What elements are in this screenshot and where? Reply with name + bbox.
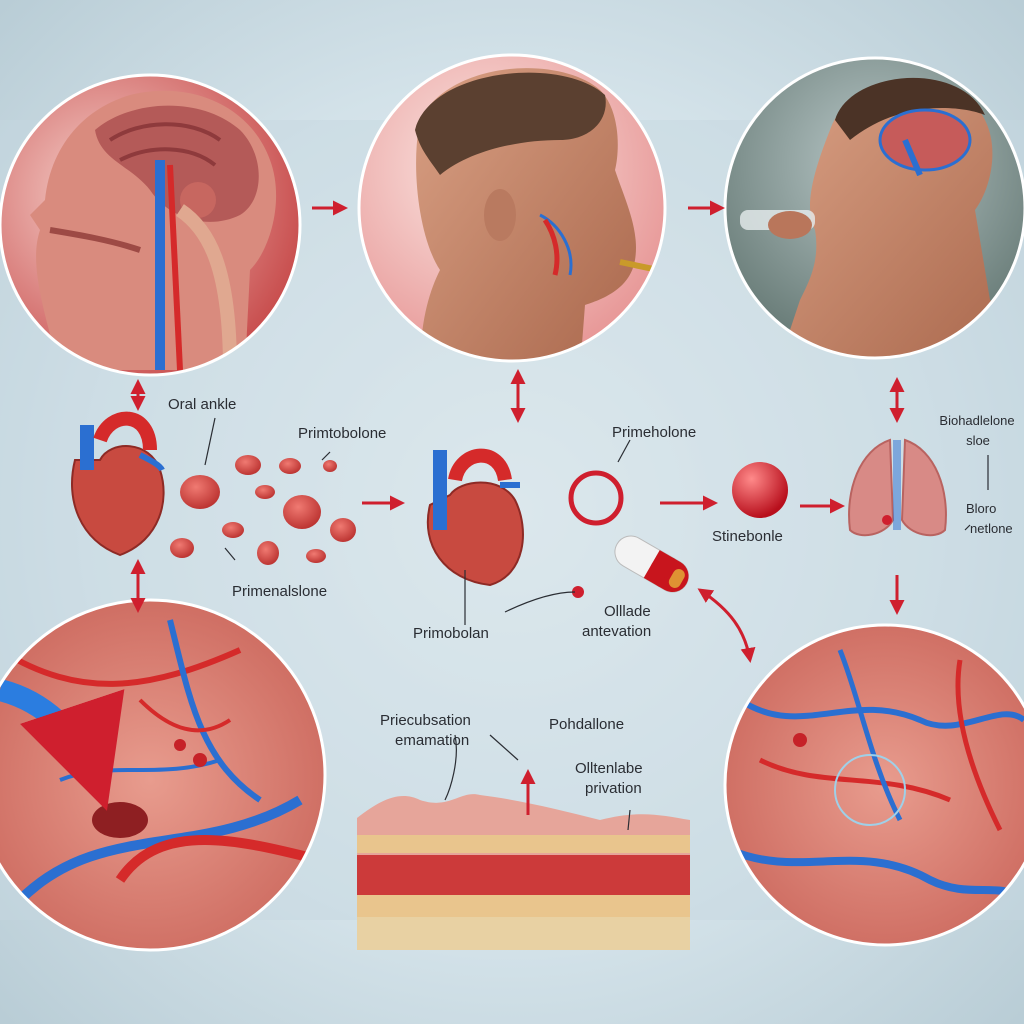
label-emamation: emamation — [395, 732, 470, 749]
small-dot-icon — [572, 586, 584, 598]
red-blood-cell-icon — [170, 455, 356, 565]
flow-arrows — [130, 200, 905, 815]
label-pohdallone: Pohdallone — [549, 716, 625, 733]
drinking-man-icon — [725, 58, 1024, 358]
label-bloro: Bloro — [966, 501, 997, 516]
label-antevation: antevation — [582, 623, 652, 640]
vessel-tissue-icon — [0, 600, 325, 950]
ring-marker-icon — [568, 470, 624, 526]
label-priecubsation: Priecubsation — [380, 712, 471, 729]
heart-icon — [71, 411, 165, 557]
label-privation: privation — [585, 780, 642, 797]
leader-lines — [204, 417, 989, 831]
skin-cross-section-icon — [357, 794, 690, 950]
red-sphere-icon — [732, 462, 788, 518]
label-primobolan: Primobolan — [413, 625, 489, 642]
label-primtobolone: Primtobolone — [298, 425, 387, 442]
lungs-icon — [848, 438, 947, 537]
label-netlone: netlone — [970, 521, 1013, 536]
capsule-icon — [614, 535, 690, 593]
label-olltenlabe: Olltenlabe — [575, 760, 643, 777]
label-olllade: Olllade — [604, 603, 651, 620]
label-primeholone: Primeholone — [612, 424, 697, 441]
label-primenalslone: Primenalslone — [232, 583, 328, 600]
label-oral-ankle: Oral ankle — [168, 396, 237, 413]
label-biohadlelone: Biohadlelone — [939, 413, 1015, 428]
head-anatomy-icon — [0, 75, 300, 375]
arrow-capsule-to-tissue — [697, 588, 756, 663]
heart-icon — [426, 448, 524, 587]
vessel-tissue-icon — [725, 625, 1024, 945]
label-stinebonle: Stinebonle — [712, 528, 783, 545]
label-sloe: sloe — [966, 433, 990, 448]
face-profile-icon — [359, 55, 665, 361]
